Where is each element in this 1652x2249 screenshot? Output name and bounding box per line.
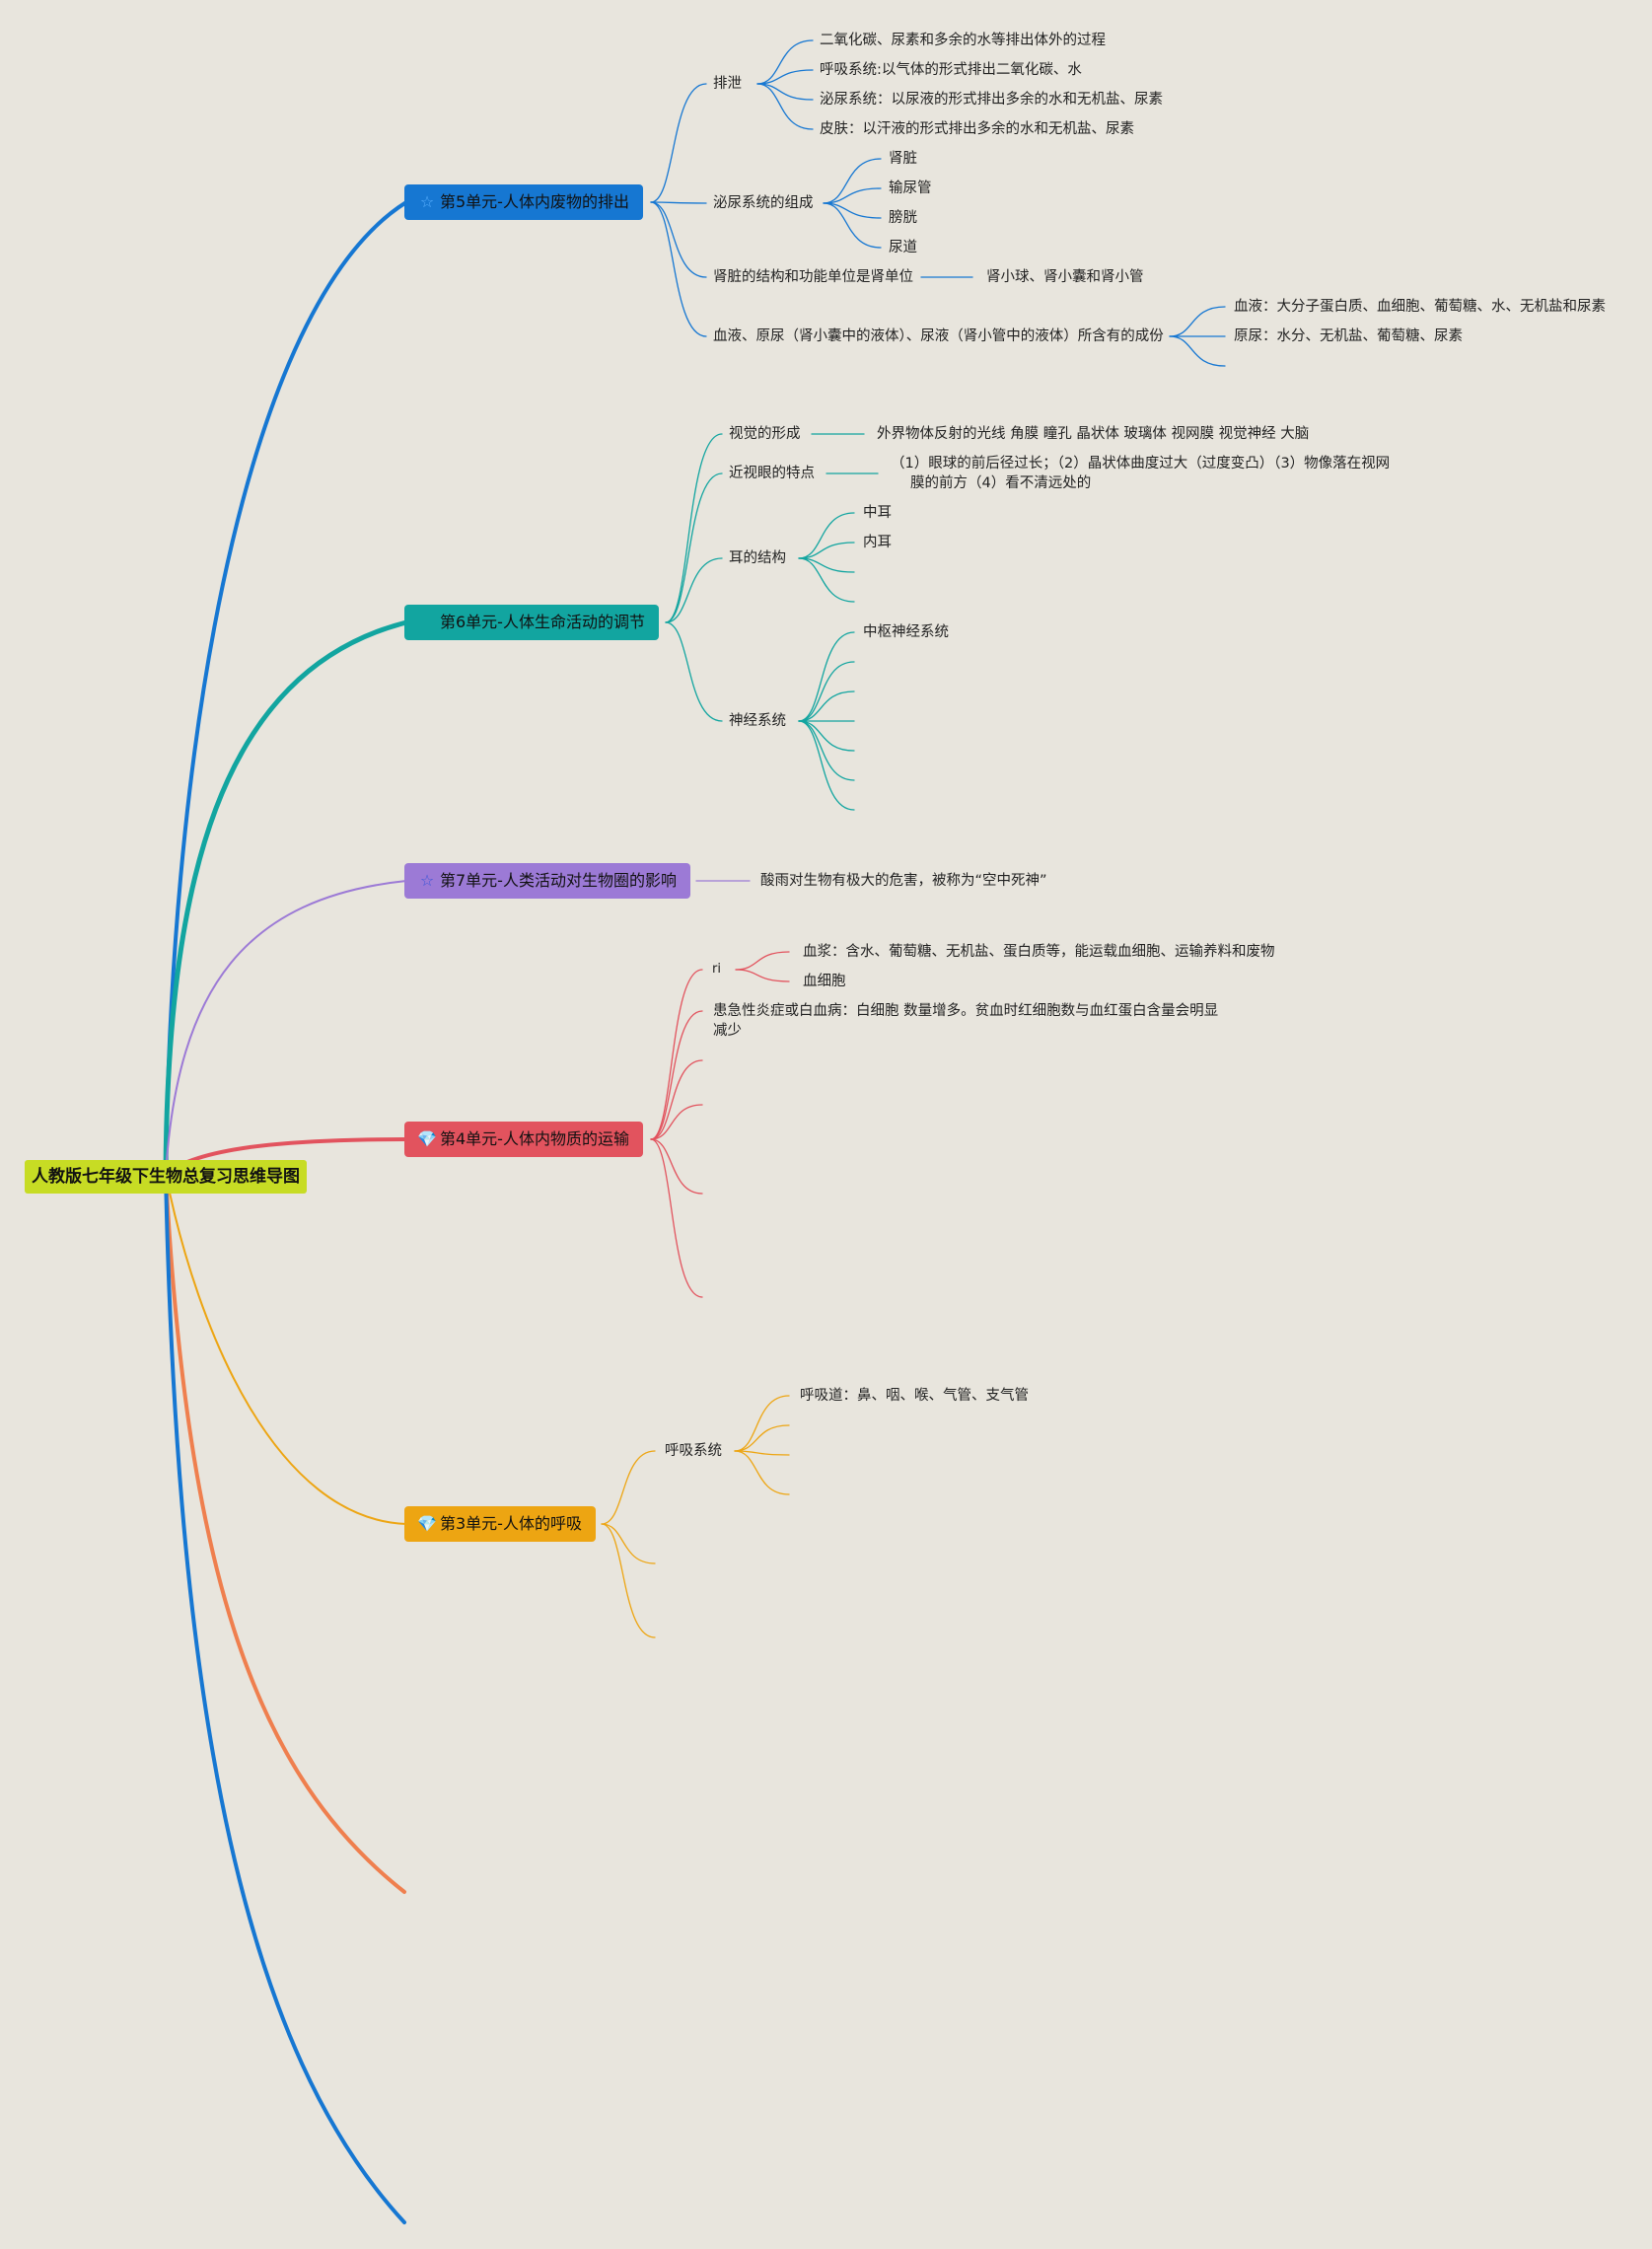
connector-line	[650, 83, 707, 203]
topic-unit6-label: 第6单元-人体生命活动的调节	[440, 613, 645, 631]
connector-line	[798, 512, 855, 559]
ear-item[interactable]: 内耳	[863, 535, 892, 550]
connector-line	[650, 1138, 703, 1195]
blood-item[interactable]: 血细胞	[803, 974, 846, 989]
connector-line	[665, 621, 723, 722]
ear-item[interactable]: 中耳	[863, 505, 892, 521]
connector-line	[650, 1104, 703, 1140]
connector-line	[798, 720, 855, 811]
nerve-node[interactable]: 神经系统	[729, 713, 786, 729]
ear-node[interactable]: 耳的结构	[729, 550, 786, 566]
topic-unit7[interactable]: ☆ 第7单元-人类活动对生物圈的影响	[404, 863, 690, 899]
excretion-item[interactable]: 二氧化碳、尿素和多余的水等排出体外的过程	[820, 33, 1106, 48]
connector-line	[650, 201, 707, 337]
star-icon: ☆	[419, 192, 435, 211]
connector-line	[734, 1395, 790, 1452]
branch-line	[163, 619, 409, 1177]
urinary-item[interactable]: 输尿管	[889, 181, 932, 196]
excretion-item[interactable]: 呼吸系统:以气体的形式排出二氧化碳、水	[820, 62, 1082, 78]
connector-line	[734, 1450, 790, 1456]
branch-line	[165, 880, 407, 1175]
topic-unit5-label: 第5单元-人体内废物的排出	[440, 192, 629, 211]
topic-unit6[interactable]: 第6单元-人体生命活动的调节	[404, 605, 659, 640]
connector-line	[650, 1010, 703, 1140]
connector-line	[756, 69, 814, 85]
topic-unit3-label: 第3单元-人体的呼吸	[440, 1514, 582, 1533]
connector-line	[798, 542, 855, 559]
blood-item[interactable]: 血浆：含水、葡萄糖、无机盐、蛋白质等，能运载血细胞、运输养料和废物	[803, 944, 1275, 960]
fluids-node[interactable]: 血液、原尿（肾小囊中的液体）、尿液（肾小管中的液体）所含有的成份	[713, 328, 1164, 344]
branch-line	[164, 1172, 406, 2224]
respiratory-item[interactable]: 呼吸道：鼻、咽、喉、气管、支气管	[800, 1388, 1029, 1404]
myopia-detail[interactable]: 膜的前方（4）看不清远处的	[910, 475, 1092, 491]
branch-line	[164, 200, 408, 1176]
acid-rain-detail[interactable]: 酸雨对生物有极大的危害，被称为“空中死神”	[760, 873, 1047, 889]
topic-unit4[interactable]: 💎第4单元-人体内物质的运输	[404, 1122, 643, 1157]
connector-line	[798, 631, 855, 722]
connector-line	[650, 201, 707, 204]
connector-line	[601, 1523, 656, 1638]
connector-line	[1169, 306, 1226, 337]
connector-line	[798, 720, 855, 752]
branch-line	[164, 1172, 406, 1894]
urinary-item[interactable]: 膀胱	[889, 210, 917, 226]
connector-line	[650, 1059, 703, 1140]
fluids-item[interactable]: 原尿：水分、无机盐、葡萄糖、尿素	[1234, 328, 1463, 344]
connector-line	[665, 557, 723, 623]
connector-line	[756, 39, 814, 85]
topic-unit4-label: 第4单元-人体内物质的运输	[440, 1129, 629, 1148]
root-topic[interactable]: 人教版七年级下生物总复习思维导图	[25, 1160, 307, 1194]
blood-disease-node[interactable]: 减少	[713, 1023, 742, 1039]
connector-line	[798, 557, 855, 603]
connector-line	[735, 969, 790, 982]
myopia-node[interactable]: 近视眼的特点	[729, 466, 815, 481]
diamond-icon: 💎	[417, 1514, 437, 1533]
urinary-system-node[interactable]: 泌尿系统的组成	[713, 195, 814, 211]
blood-node[interactable]: ri	[712, 962, 721, 977]
branch-line	[165, 1173, 407, 1525]
connector-line	[823, 202, 882, 249]
connector-line	[798, 690, 855, 722]
connector-line	[601, 1450, 656, 1525]
connector-line	[734, 1450, 790, 1495]
diamond-icon: 💎	[417, 1129, 437, 1148]
connector-line	[1169, 335, 1226, 367]
vision-detail[interactable]: 外界物体反射的光线 角膜 瞳孔 晶状体 玻璃体 视网膜 视觉神经 大脑	[877, 426, 1310, 442]
connector-line	[650, 969, 703, 1140]
blood-disease-node[interactable]: 患急性炎症或白血病：白细胞 数量增多。贫血时红细胞数与血红蛋白含量会明显	[713, 1003, 1219, 1019]
star-icon: ☆	[419, 871, 435, 890]
kidney-unit-detail[interactable]: 肾小球、肾小囊和肾小管	[986, 269, 1144, 285]
connector-line	[650, 201, 707, 278]
connector-line	[756, 83, 814, 130]
connector-line	[665, 433, 723, 623]
connector-line	[665, 472, 723, 623]
nerve-item[interactable]: 中枢神经系统	[863, 624, 949, 640]
excretion-node[interactable]: 排泄	[713, 76, 742, 92]
connector-line	[735, 951, 790, 971]
topic-unit5[interactable]: ☆ 第5单元-人体内废物的排出	[404, 184, 643, 220]
urinary-item[interactable]: 尿道	[889, 240, 917, 255]
connector-line	[823, 158, 882, 204]
vision-node[interactable]: 视觉的形成	[729, 426, 801, 442]
excretion-item[interactable]: 皮肤：以汗液的形式排出多余的水和无机盐、尿素	[820, 121, 1134, 137]
myopia-detail[interactable]: （1）眼球的前后径过长；（2）晶状体曲度过大（过度变凸）（3）物像落在视网	[891, 456, 1391, 472]
connector-line	[650, 1138, 703, 1298]
urinary-item[interactable]: 肾脏	[889, 151, 917, 167]
connector-line	[798, 661, 855, 722]
topic-unit7-label: 第7单元-人类活动对生物圈的影响	[440, 871, 677, 890]
connector-line	[823, 187, 882, 204]
excretion-item[interactable]: 泌尿系统：以尿液的形式排出多余的水和无机盐、尿素	[820, 92, 1163, 108]
kidney-unit-node[interactable]: 肾脏的结构和功能单位是肾单位	[713, 269, 913, 285]
connector-line	[601, 1523, 656, 1564]
connector-line	[734, 1424, 790, 1452]
fluids-item[interactable]: 血液：大分子蛋白质、血细胞、葡萄糖、水、无机盐和尿素	[1234, 299, 1606, 315]
topic-unit3[interactable]: 💎第3单元-人体的呼吸	[404, 1506, 596, 1542]
respiratory-system-node[interactable]: 呼吸系统	[665, 1443, 722, 1459]
